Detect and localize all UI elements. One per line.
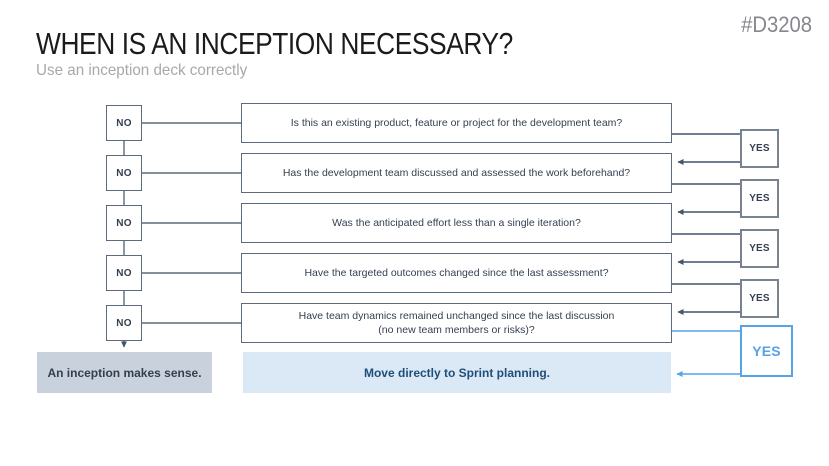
no-box-5: NO (106, 305, 142, 341)
question-box-4: Have the targeted outcomes changed since… (241, 253, 672, 293)
question-box-3: Was the anticipated effort less than a s… (241, 203, 672, 243)
slide-subtitle: Use an inception deck correctly (36, 62, 248, 79)
yes-box-final: YES (740, 325, 793, 377)
no-box-3: NO (106, 205, 142, 241)
yes-box-3: YES (740, 229, 779, 268)
slide-id-tag: #D3208 (741, 12, 812, 37)
yes-box-4: YES (740, 279, 779, 318)
question-box-5: Have team dynamics remained unchanged si… (241, 303, 672, 343)
no-box-4: NO (106, 255, 142, 291)
outcome-inception-box: An inception makes sense. (37, 352, 212, 393)
slide-title: WHEN IS AN INCEPTION NECESSARY? (36, 26, 513, 61)
outcome-sprint-box: Move directly to Sprint planning. (243, 352, 671, 393)
no-box-1: NO (106, 105, 142, 141)
yes-box-1: YES (740, 129, 779, 168)
no-box-2: NO (106, 155, 142, 191)
question-box-1: Is this an existing product, feature or … (241, 103, 672, 143)
yes-box-2: YES (740, 179, 779, 218)
question-box-2: Has the development team discussed and a… (241, 153, 672, 193)
